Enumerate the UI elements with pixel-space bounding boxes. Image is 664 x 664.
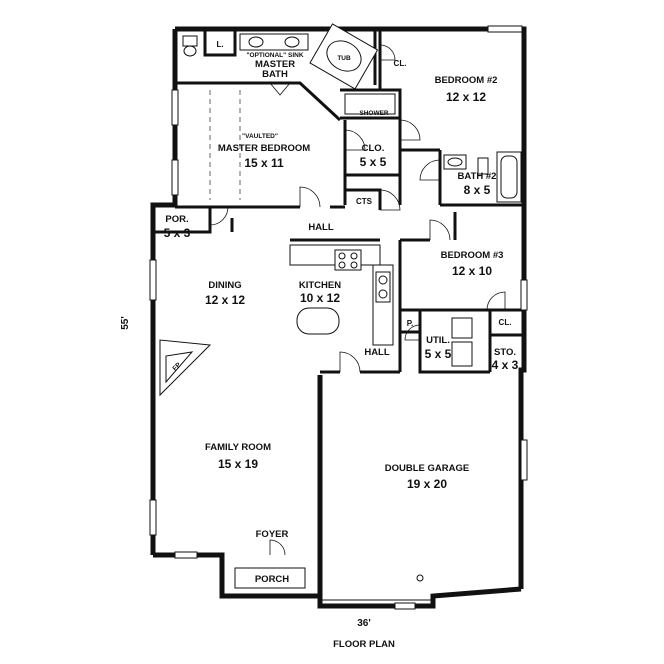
bedroom2-size: 12 x 12: [446, 90, 486, 104]
clo-label: CLO.: [362, 143, 385, 154]
porch-front-label: PORCH: [255, 574, 289, 585]
foyer-label: FOYER: [256, 529, 289, 540]
master-bath-label-1: MASTER: [255, 59, 295, 70]
windows: [149, 25, 528, 610]
family-room-label: FAMILY ROOM: [205, 442, 271, 453]
porch-side-label: POR.: [165, 214, 188, 225]
garage-size: 19 x 20: [407, 477, 447, 491]
hall-bottom-label: HALL: [364, 347, 390, 358]
width-dimension: 36': [357, 618, 371, 629]
room-labels: "OPTIONAL" SINK MASTER BATH L. TUB CL. B…: [164, 40, 519, 585]
dining-label: DINING: [208, 280, 241, 291]
shower-label: SHOWER: [359, 110, 389, 117]
master-bedroom-label: MASTER BEDROOM: [218, 143, 310, 154]
kitchen-size: 10 x 12: [300, 291, 340, 305]
tub-label: TUB: [337, 55, 351, 62]
hall-top-label: HALL: [308, 222, 334, 233]
bedroom2-label: BEDROOM #2: [435, 75, 498, 86]
sto-size: 4 x 3: [492, 358, 519, 372]
bath2-size: 8 x 5: [464, 183, 491, 197]
util-label: UTIL.: [426, 335, 450, 346]
closet-b3-label: CL.: [499, 318, 512, 327]
cts-label: CTS: [356, 197, 373, 206]
master-bedroom-size: 15 x 11: [244, 156, 284, 170]
garage-label: DOUBLE GARAGE: [385, 463, 469, 474]
closet-top-label: CL.: [394, 59, 407, 68]
laundry-label: L.: [216, 40, 223, 49]
sto-label: STO.: [494, 347, 516, 358]
bath2-label: BATH #2: [458, 171, 497, 182]
depth-dimension: 55': [120, 316, 131, 330]
master-bath-label-2: BATH: [262, 69, 288, 80]
bedroom3-label: BEDROOM #3: [441, 250, 504, 261]
pantry-label: P.: [407, 319, 414, 328]
dining-size: 12 x 12: [205, 293, 245, 307]
family-room-size: 15 x 19: [218, 457, 258, 471]
fixtures: [159, 23, 522, 589]
util-size: 5 x 5: [425, 347, 452, 361]
floor-plan-caption: FLOOR PLAN: [333, 639, 395, 650]
overall-dimensions: 55' 36': [120, 316, 371, 629]
vaulted-label: "VAULTED": [242, 133, 278, 140]
optional-sink-label: "OPTIONAL" SINK: [246, 52, 303, 59]
clo-size: 5 x 5: [360, 155, 387, 169]
kitchen-label: KITCHEN: [299, 280, 341, 291]
bedroom3-size: 12 x 10: [452, 264, 492, 278]
fireplace-label: FP: [172, 361, 183, 372]
porch-side-size: 5 x 3: [164, 226, 191, 240]
door-swings: [209, 44, 506, 556]
